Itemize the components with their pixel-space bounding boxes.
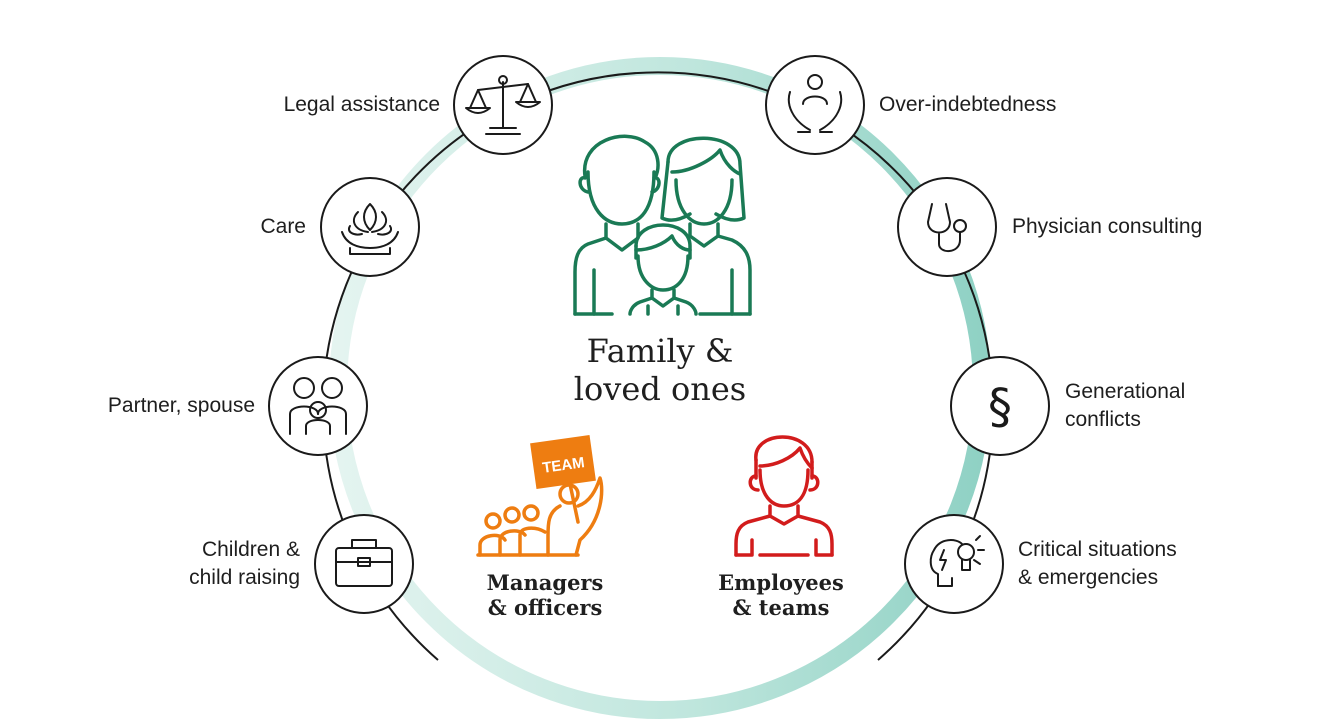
employees-label: Employees & teams — [706, 570, 856, 620]
critical-node[interactable] — [904, 514, 1004, 614]
scales-icon — [465, 75, 541, 135]
generational-node[interactable] — [950, 356, 1050, 456]
employees-label-line1: Employees — [718, 570, 844, 595]
center-title-line2: loved ones — [573, 370, 747, 408]
stethoscope-icon — [927, 203, 967, 252]
managers-team-icon — [476, 435, 604, 557]
paragraph-icon: § — [988, 379, 1012, 435]
managers-label-line1: Managers — [486, 570, 604, 595]
team-badge-text: TEAM — [541, 454, 585, 477]
family-icon-large — [573, 134, 752, 316]
partner-node[interactable] — [268, 356, 368, 456]
managers-label-line2: & officers — [487, 595, 603, 620]
head-lightbulb-icon — [929, 535, 985, 587]
physician-label: Physician consulting — [1012, 215, 1203, 238]
critical-label: Critical situations & emergencies — [1018, 536, 1177, 592]
partner-label: Partner, spouse — [107, 394, 255, 417]
critical-label-line1: Critical situations — [1018, 538, 1177, 561]
managers-label: Managers & officers — [470, 570, 620, 620]
legal-label: Legal assistance — [283, 93, 440, 116]
employee-icon — [734, 435, 834, 557]
children-label-line2: child raising — [189, 566, 300, 589]
children-label: Children & child raising — [140, 536, 300, 592]
center-title-line1: Family & — [586, 332, 734, 370]
generational-label-line2: conflicts — [1065, 408, 1141, 431]
debt-label: Over-indebtedness — [879, 93, 1057, 116]
care-node[interactable] — [320, 177, 420, 277]
critical-label-line2: & emergencies — [1018, 566, 1159, 589]
children-label-line1: Children & — [201, 538, 300, 561]
family-icon — [289, 377, 347, 435]
debt-node[interactable] — [765, 55, 865, 155]
generational-label-line1: Generational — [1065, 380, 1186, 403]
children-node[interactable] — [314, 514, 414, 614]
employees-label-line2: & teams — [732, 595, 830, 620]
lotus-hands-icon — [341, 203, 399, 255]
hands-person-icon — [787, 74, 843, 133]
physician-node[interactable] — [897, 177, 997, 277]
briefcase-icon — [335, 539, 393, 587]
center-title: Family & loved ones — [540, 332, 780, 408]
generational-label: Generational conflicts — [1065, 378, 1185, 434]
care-label: Care — [260, 215, 306, 238]
